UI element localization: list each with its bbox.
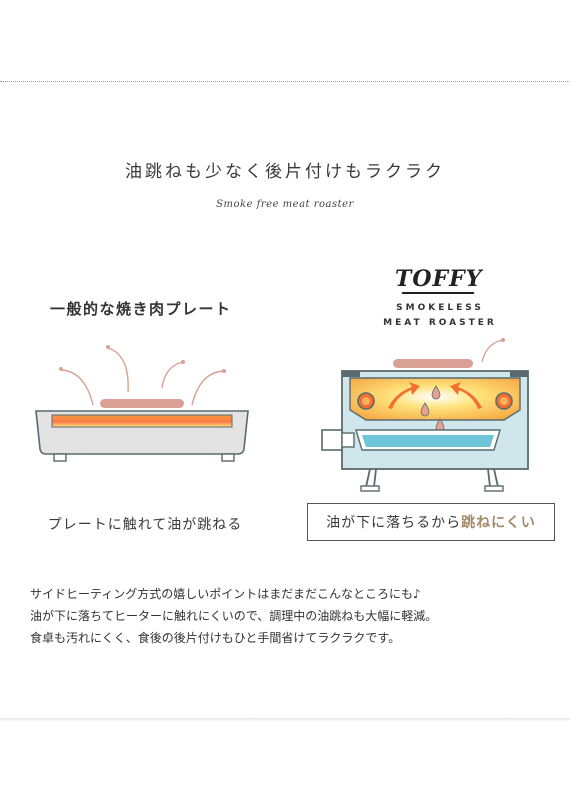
section-subheading: Smoke free meat roaster xyxy=(216,199,354,210)
right-panel-caption-box: 油が下に落ちるから跳ねにくい xyxy=(307,503,555,541)
body-line: 油が下に落ちてヒーターに触れにくいので、調理中の油跳ねも大幅に軽減。 xyxy=(30,609,438,623)
bottom-divider xyxy=(0,718,570,721)
body-line: 食卓も汚れにくく、食後の後片付けもひと手間省けてラクラクです。 xyxy=(30,631,401,645)
meat-piece xyxy=(100,399,184,408)
body-paragraph: サイドヒーティング方式の嬉しいポイントはまだまだこんなところにも♪ 油が下に落ち… xyxy=(30,583,550,649)
brand-subtitle-line1: SMOKELESS xyxy=(396,303,484,313)
top-dotted-divider xyxy=(0,81,570,82)
brand-subtitle-line2: MEAT ROASTER xyxy=(383,318,497,328)
right-caption-highlight: 跳ねにくい xyxy=(461,515,536,531)
meat-piece xyxy=(393,359,473,368)
brand-logo: TOFFY xyxy=(395,266,483,292)
left-panel-title: 一般的な焼き肉プレート xyxy=(50,300,232,318)
section-heading: 油跳ねも少なく後片付けもラクラク xyxy=(125,162,445,182)
body-line: サイドヒーティング方式の嬉しいポイントはまだまだこんなところにも♪ xyxy=(30,587,421,601)
oil-splash-icon xyxy=(481,339,503,363)
right-caption-text: 油が下に落ちるから xyxy=(326,515,462,531)
heat-arrow-icon xyxy=(388,382,482,409)
heater-coil-icon xyxy=(357,392,513,410)
plate-heater-band xyxy=(51,414,233,428)
oil-splash-icon xyxy=(61,347,225,406)
tray-handle xyxy=(321,429,343,451)
left-panel-caption: プレートに触れて油が跳ねる xyxy=(47,517,243,533)
